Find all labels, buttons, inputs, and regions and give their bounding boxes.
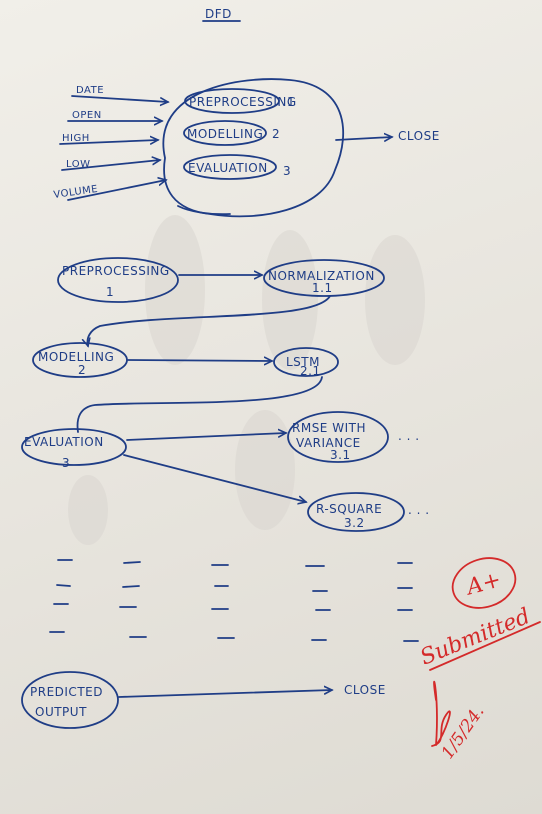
node-label: EVALUATION <box>24 435 104 449</box>
context-circle-stroke <box>177 205 231 216</box>
context-process-modelling: MODELLING 2 <box>183 120 280 146</box>
node-num: 1 <box>106 285 114 299</box>
node-label-line1: PREDICTED <box>30 685 103 699</box>
teacher-stamp: A+ Submitted 1/5/24. <box>417 557 541 763</box>
signature-mark <box>431 680 451 747</box>
node-num: 3 <box>62 456 70 470</box>
context-process-evaluation: EVALUATION 3 <box>183 154 291 180</box>
bleed-shape <box>262 230 318 370</box>
node-num: 2.1 <box>300 364 321 378</box>
grade-text: A+ <box>462 567 504 601</box>
input-arrow-volume <box>67 180 166 201</box>
context-process-label: EVALUATION <box>188 161 268 175</box>
page-title: DFD <box>205 7 232 21</box>
input-label-date: DATE <box>76 85 104 96</box>
node-label-line2: OUTPUT <box>35 705 87 719</box>
node-label: R-SQUARE <box>316 502 382 516</box>
input-arrow-low <box>61 160 160 171</box>
bleed-shape <box>145 215 205 365</box>
node-label-line2: VARIANCE <box>296 436 361 450</box>
submitted-note: Submitted <box>417 604 534 671</box>
input-label-low: LOW <box>66 159 90 170</box>
arrow-normalization-to-modelling <box>88 295 331 346</box>
output-arrow-close <box>335 137 392 140</box>
node-label: LSTM <box>286 355 320 369</box>
node-num: 1.1 <box>312 281 333 295</box>
context-process-label: PREPROCESSING <box>189 95 297 109</box>
bleed-shape <box>68 475 108 545</box>
context-process-num: 2 <box>272 127 280 141</box>
node-modelling: MODELLING 2 <box>32 342 128 378</box>
input-label-high: HIGH <box>62 133 90 144</box>
context-process-preprocessing: PREPROCESSING 1 <box>184 88 297 114</box>
note-underline <box>429 621 541 671</box>
context-process-num: 3 <box>283 164 291 178</box>
arrow-lstm-to-evaluation <box>76 376 323 433</box>
node-label-line1: RMSE WITH <box>292 421 366 435</box>
node-num: 3.1 <box>330 448 351 462</box>
arrow-evaluation-to-rmse <box>126 433 286 441</box>
rsquare-trailing-dots: . . . <box>408 503 430 517</box>
arrow-modelling-to-lstm <box>127 360 272 361</box>
node-normalization: NORMALIZATION 1.1 <box>263 259 385 297</box>
arrow-evaluation-to-rsquare <box>123 454 306 502</box>
rmse-trailing-dots: . . . <box>398 429 420 443</box>
node-lstm: LSTM 2.1 <box>273 347 339 378</box>
context-process-label: MODELLING <box>187 127 263 141</box>
node-preprocessing: PREPROCESSING 1 <box>57 257 179 303</box>
node-predicted-output: PREDICTED OUTPUT <box>21 671 119 729</box>
bleed-shape <box>365 235 425 365</box>
node-label: PREPROCESSING <box>62 264 170 278</box>
output-label-close: CLOSE <box>398 129 440 143</box>
input-label-open: OPEN <box>72 110 102 121</box>
context-process-num: 1 <box>287 95 295 109</box>
continuation-dashes <box>49 559 419 642</box>
arrow-predicted-to-close <box>118 690 332 698</box>
node-rsquare: R-SQUARE 3.2 <box>307 492 405 532</box>
node-evaluation: EVALUATION 3 <box>21 428 127 470</box>
final-output-close: CLOSE <box>344 683 386 697</box>
input-arrow-high <box>59 140 158 144</box>
grade-circle <box>451 557 517 609</box>
node-rmse: RMSE WITH VARIANCE 3.1 <box>287 411 389 463</box>
bleed-shape <box>235 410 295 530</box>
input-arrow-date <box>71 95 168 102</box>
submission-date: 1/5/24. <box>438 702 489 763</box>
node-num: 3.2 <box>344 516 365 530</box>
node-num: 2 <box>78 363 86 377</box>
node-label: NORMALIZATION <box>268 269 375 283</box>
node-label: MODELLING <box>38 350 114 364</box>
